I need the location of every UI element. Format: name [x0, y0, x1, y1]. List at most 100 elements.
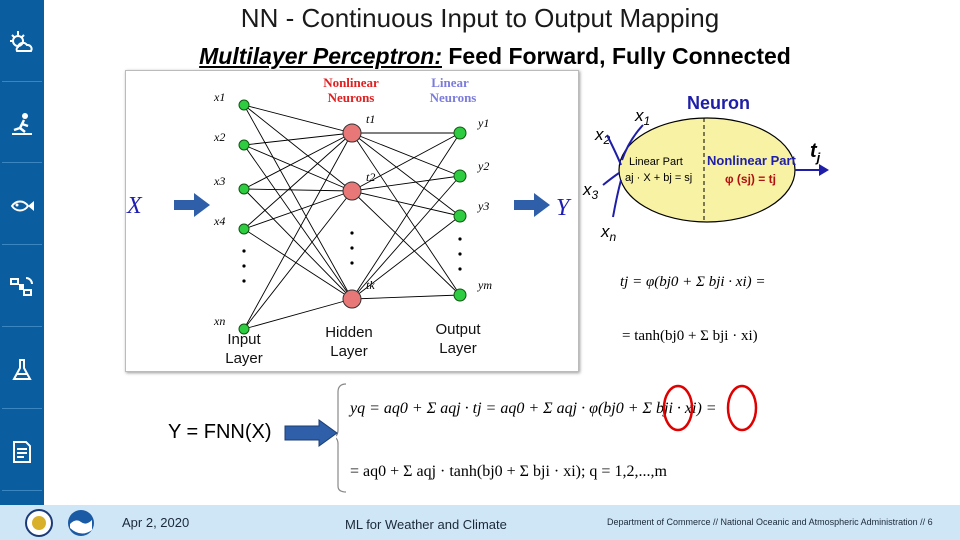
equation-1a: tj = φ(bj0 + Σ bji · xi) =: [620, 274, 765, 290]
slide-title: NN - Continuous Input to Output Mapping: [240, 3, 720, 33]
input-node-label: x2: [213, 130, 225, 144]
nonlinear-part-title: Nonlinear Part: [707, 153, 797, 168]
connection-hidden-output: [351, 294, 461, 300]
connection-input-hidden: [243, 188, 353, 192]
footer: Apr 2, 2020 ML for Weather and Climate D…: [0, 505, 960, 540]
ellipsis-dot: [350, 261, 354, 265]
ellipsis-dot: [242, 249, 246, 253]
connection-hidden-output: [351, 190, 461, 296]
subtitle-rest: Feed Forward, Fully Connected: [441, 43, 791, 69]
fish-icon: [2, 168, 42, 245]
neuron-body: [618, 117, 796, 223]
input-node: [238, 183, 250, 195]
output-node: [453, 209, 467, 223]
ellipsis-dot: [242, 264, 246, 268]
slide-subtitle: Multilayer Perceptron: Feed Forward, Ful…: [0, 43, 960, 70]
subtitle-emphasis: Multilayer Perceptron:: [199, 43, 442, 69]
input-node-label: x4: [213, 214, 225, 228]
nonlinear-part-formula: φ (sj) = tj: [725, 172, 776, 186]
connection-hidden-output: [351, 190, 461, 217]
connection-input-hidden: [243, 190, 353, 230]
neuron-input-xn: xn: [600, 222, 617, 244]
input-node-label: x3: [213, 174, 225, 188]
equation-brace: [336, 383, 347, 493]
footer-center: ML for Weather and Climate: [345, 517, 507, 532]
output-node-label: ym: [477, 278, 492, 292]
output-node-label: y2: [477, 159, 489, 173]
input-node-label: x1: [213, 90, 225, 104]
hidden-node-label: t2: [366, 170, 375, 184]
input-arrow: [174, 193, 210, 217]
input-node: [238, 99, 250, 111]
footer-right: Department of Commerce // National Ocean…: [607, 517, 933, 527]
connection-input-hidden: [243, 132, 353, 330]
input-node: [238, 323, 250, 335]
equation-block-2: yq = aq0 + Σ aqj · tj = aq0 + Σ aqj · φ(…: [336, 383, 758, 493]
neuron-arrow-x1: [621, 124, 644, 161]
neuron-arrow-x3: [602, 172, 620, 186]
input-node-label: xn: [213, 314, 225, 328]
input-node: [238, 139, 250, 151]
connection-input-hidden: [243, 104, 353, 300]
input-node: [238, 223, 250, 235]
hidden-node: [342, 289, 362, 309]
ellipsis-dot: [458, 252, 462, 256]
connection-input-hidden: [243, 104, 353, 192]
doc-seal-icon: [25, 509, 53, 537]
highlight-circle-bias: [662, 384, 694, 432]
footer-date: Apr 2, 2020: [122, 515, 190, 530]
connection-input-hidden: [243, 132, 353, 190]
neuron-title: Neuron: [687, 93, 750, 113]
connection-input-hidden: [243, 104, 353, 134]
satellite-icon: [2, 250, 42, 327]
equation-1b: = tanh(bj0 + Σ bji · xi): [622, 328, 758, 344]
connection-input-hidden: [243, 190, 353, 330]
equation-2a: yq = aq0 + Σ aqj · tj = aq0 + Σ aqj · φ(…: [348, 400, 717, 417]
hidden-node: [342, 181, 362, 201]
connection-hidden-output: [351, 175, 461, 192]
fnn-label: Y = FNN(X): [168, 421, 272, 443]
output-node: [453, 169, 467, 183]
output-node-label: y1: [477, 116, 489, 130]
sidebar: [0, 0, 44, 505]
hidden-node: [342, 123, 362, 143]
connection-hidden-output: [351, 132, 461, 192]
neuron-arrow-xn: [612, 179, 622, 218]
connection-input-hidden: [243, 228, 353, 300]
connection-hidden-output: [351, 215, 461, 300]
connection-input-hidden: [243, 132, 353, 146]
header-nonlinear-line1: Nonlinear: [323, 75, 379, 90]
ellipsis-dot: [350, 231, 354, 235]
connection-hidden-output: [351, 132, 461, 300]
connection-hidden-output: [351, 132, 461, 177]
flask-icon: [2, 332, 42, 409]
equation-2b: = aq0 + Σ aqj · tanh(bj0 + Σ bji · xi); …: [350, 463, 667, 480]
neuron-input-x3: x3: [582, 180, 599, 202]
connection-input-hidden: [243, 298, 353, 330]
connection-hidden-output: [351, 132, 461, 217]
output-node: [453, 126, 467, 140]
header-linear-line1: Linear: [431, 75, 469, 90]
highlight-circle-weight: [726, 384, 758, 432]
connection-input-hidden: [243, 144, 353, 300]
sun-cloud-icon: [2, 5, 42, 82]
connection-input-hidden: [243, 188, 353, 300]
output-vector-label: Y: [556, 195, 570, 221]
linear-part-title: Linear Part: [629, 156, 683, 168]
noaa-logo-icon: [68, 510, 94, 536]
equation-block-1: tj = φ(bj0 + Σ bji · xi) = = tanh(bj0 + …: [620, 274, 765, 344]
ellipsis-dot: [458, 267, 462, 271]
ellipsis-dot: [458, 237, 462, 241]
output-node: [453, 288, 467, 302]
neuron-output-arrowhead: [819, 164, 829, 176]
document-icon: [2, 414, 42, 491]
header-nonlinear-line2: Neurons: [328, 90, 375, 105]
connection-input-hidden: [243, 132, 353, 230]
output-arrow: [514, 193, 550, 217]
neuron-diagram: Neuron x1 x2 x3 xn Linear Part aj · X + …: [582, 93, 829, 244]
connection-hidden-output: [351, 132, 461, 296]
input-vector-label: X: [127, 193, 142, 219]
